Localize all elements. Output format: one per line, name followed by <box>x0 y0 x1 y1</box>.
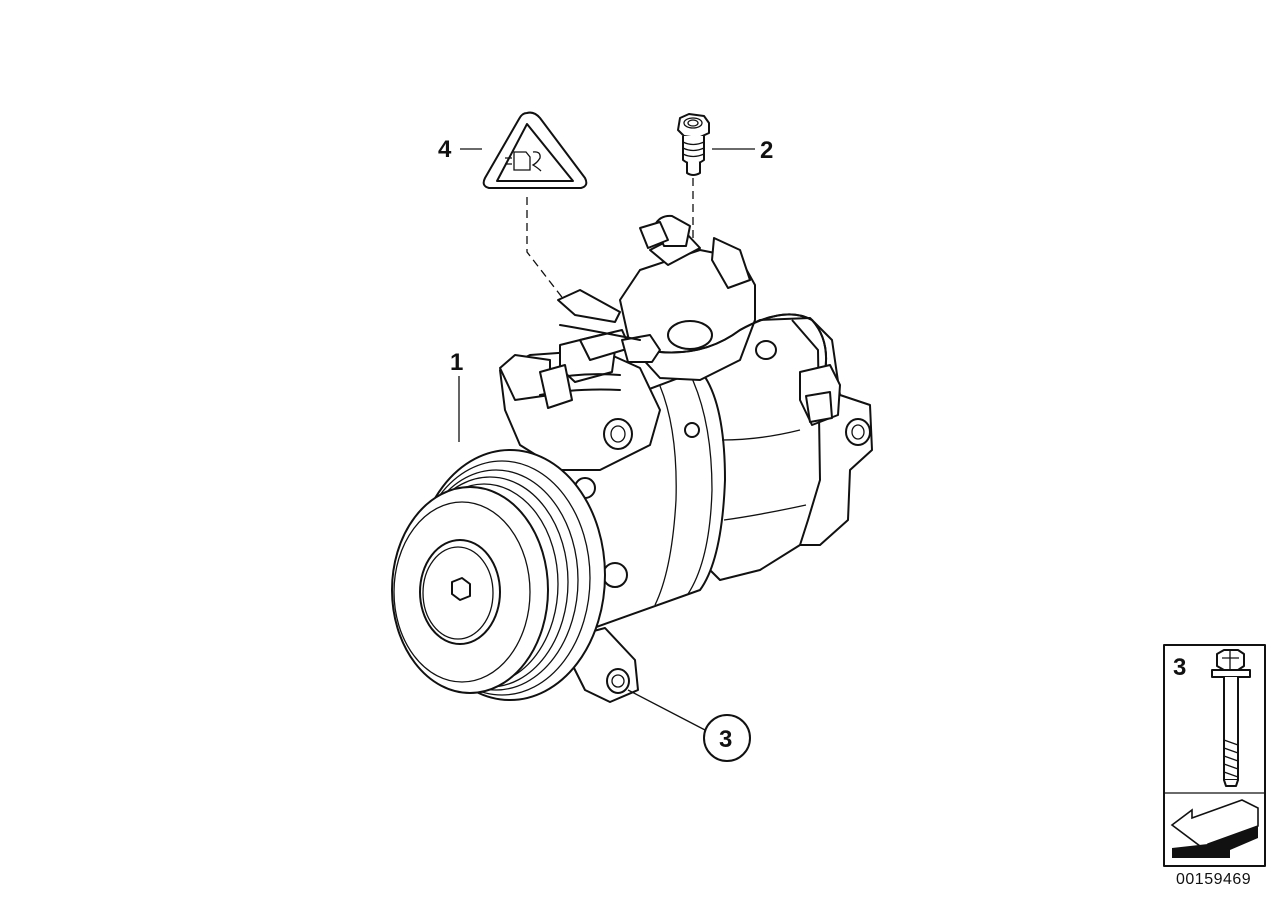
legend-bolt-number: 3 <box>1173 654 1186 681</box>
leader-3 <box>627 689 706 731</box>
fitting-icon <box>677 113 710 176</box>
bolt-legend-box: 3 <box>1163 644 1266 867</box>
compressor-body <box>391 214 873 703</box>
callout-3-circle <box>703 714 751 762</box>
callout-1: 1 <box>450 349 463 376</box>
arrow-icon <box>1170 799 1259 858</box>
callout-3: 3 <box>719 726 732 753</box>
callout-2: 2 <box>760 137 773 164</box>
label-position-leader <box>526 197 569 306</box>
diagram-id: 00159469 <box>1176 871 1251 888</box>
callout-4: 4 <box>438 136 452 163</box>
warning-label-icon <box>482 111 588 189</box>
bolt-icon <box>1211 649 1251 787</box>
